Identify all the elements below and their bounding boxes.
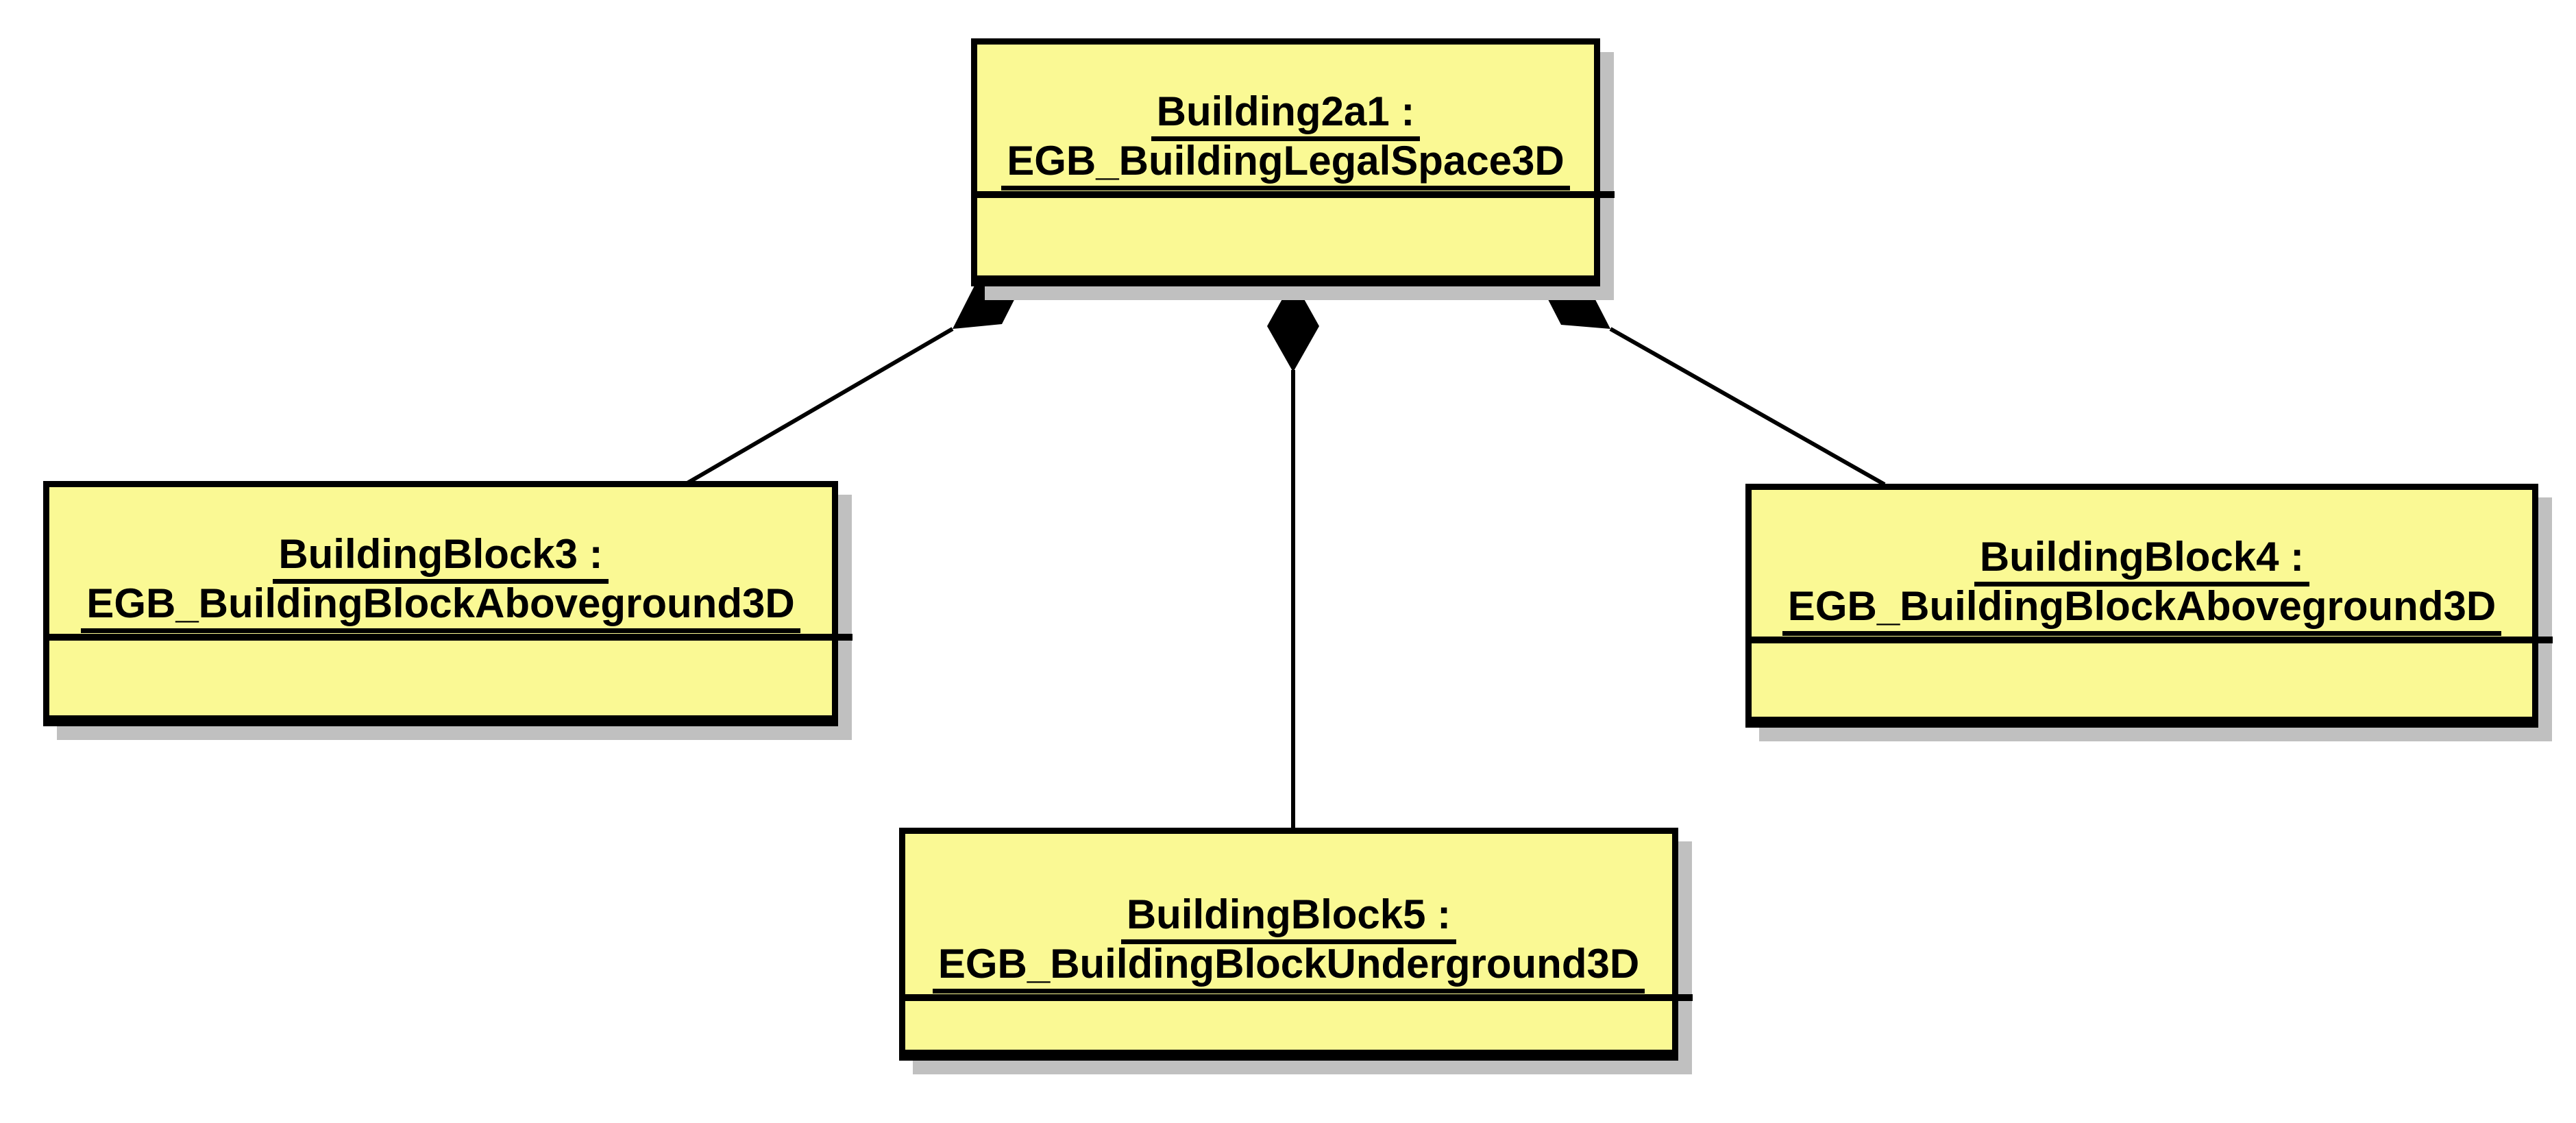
attributes-compartment (905, 1001, 1672, 1050)
object-name-label: BuildingBlock3 : (273, 530, 609, 584)
object-node-buildingblock4[interactable]: BuildingBlock4 : EGB_BuildingBlockAboveg… (1745, 484, 2553, 728)
classifier-label: EGB_BuildingLegalSpace3D (1001, 136, 1570, 190)
compartment-divider (1752, 637, 2553, 643)
classifier-label: EGB_BuildingBlockAboveground3D (1782, 582, 2502, 636)
compartment-divider (977, 191, 1615, 198)
object-node-buildingblock3[interactable]: BuildingBlock3 : EGB_BuildingBlockAboveg… (43, 481, 852, 726)
composition-edge-building2a1-buildingblock4[interactable] (1538, 281, 1886, 486)
object-node-building2a1[interactable]: Building2a1 : EGB_BuildingLegalSpace3D (971, 38, 1615, 286)
composition-edge-building2a1-buildingblock3[interactable] (686, 280, 1025, 485)
title-compartment: BuildingBlock5 : EGB_BuildingBlockUnderg… (905, 834, 1672, 994)
compartment-divider (905, 994, 1693, 1001)
attributes-compartment (977, 198, 1594, 275)
object-node-buildingblock5[interactable]: BuildingBlock5 : EGB_BuildingBlockUnderg… (899, 828, 1693, 1061)
title-compartment: BuildingBlock3 : EGB_BuildingBlockAboveg… (49, 487, 832, 634)
classifier-label: EGB_BuildingBlockAboveground3D (81, 579, 800, 633)
compartment-divider (49, 634, 852, 641)
object-name-label: BuildingBlock4 : (1974, 532, 2310, 587)
classifier-label: EGB_BuildingBlockUnderground3D (932, 939, 1645, 994)
object-name-label: Building2a1 : (1151, 87, 1421, 141)
composition-diamond-icon (953, 280, 1025, 329)
title-compartment: BuildingBlock4 : EGB_BuildingBlockAboveg… (1752, 490, 2532, 637)
edge-line (686, 327, 954, 485)
title-compartment: Building2a1 : EGB_BuildingLegalSpace3D (977, 45, 1594, 191)
edge-line (1609, 327, 1886, 486)
attributes-compartment (1752, 643, 2532, 717)
composition-edge-building2a1-buildingblock5[interactable] (1267, 280, 1319, 829)
object-name-label: BuildingBlock5 : (1120, 890, 1457, 944)
composition-diamond-icon (1538, 281, 1610, 329)
composition-diamond-icon (1267, 280, 1319, 372)
attributes-compartment (49, 641, 832, 715)
